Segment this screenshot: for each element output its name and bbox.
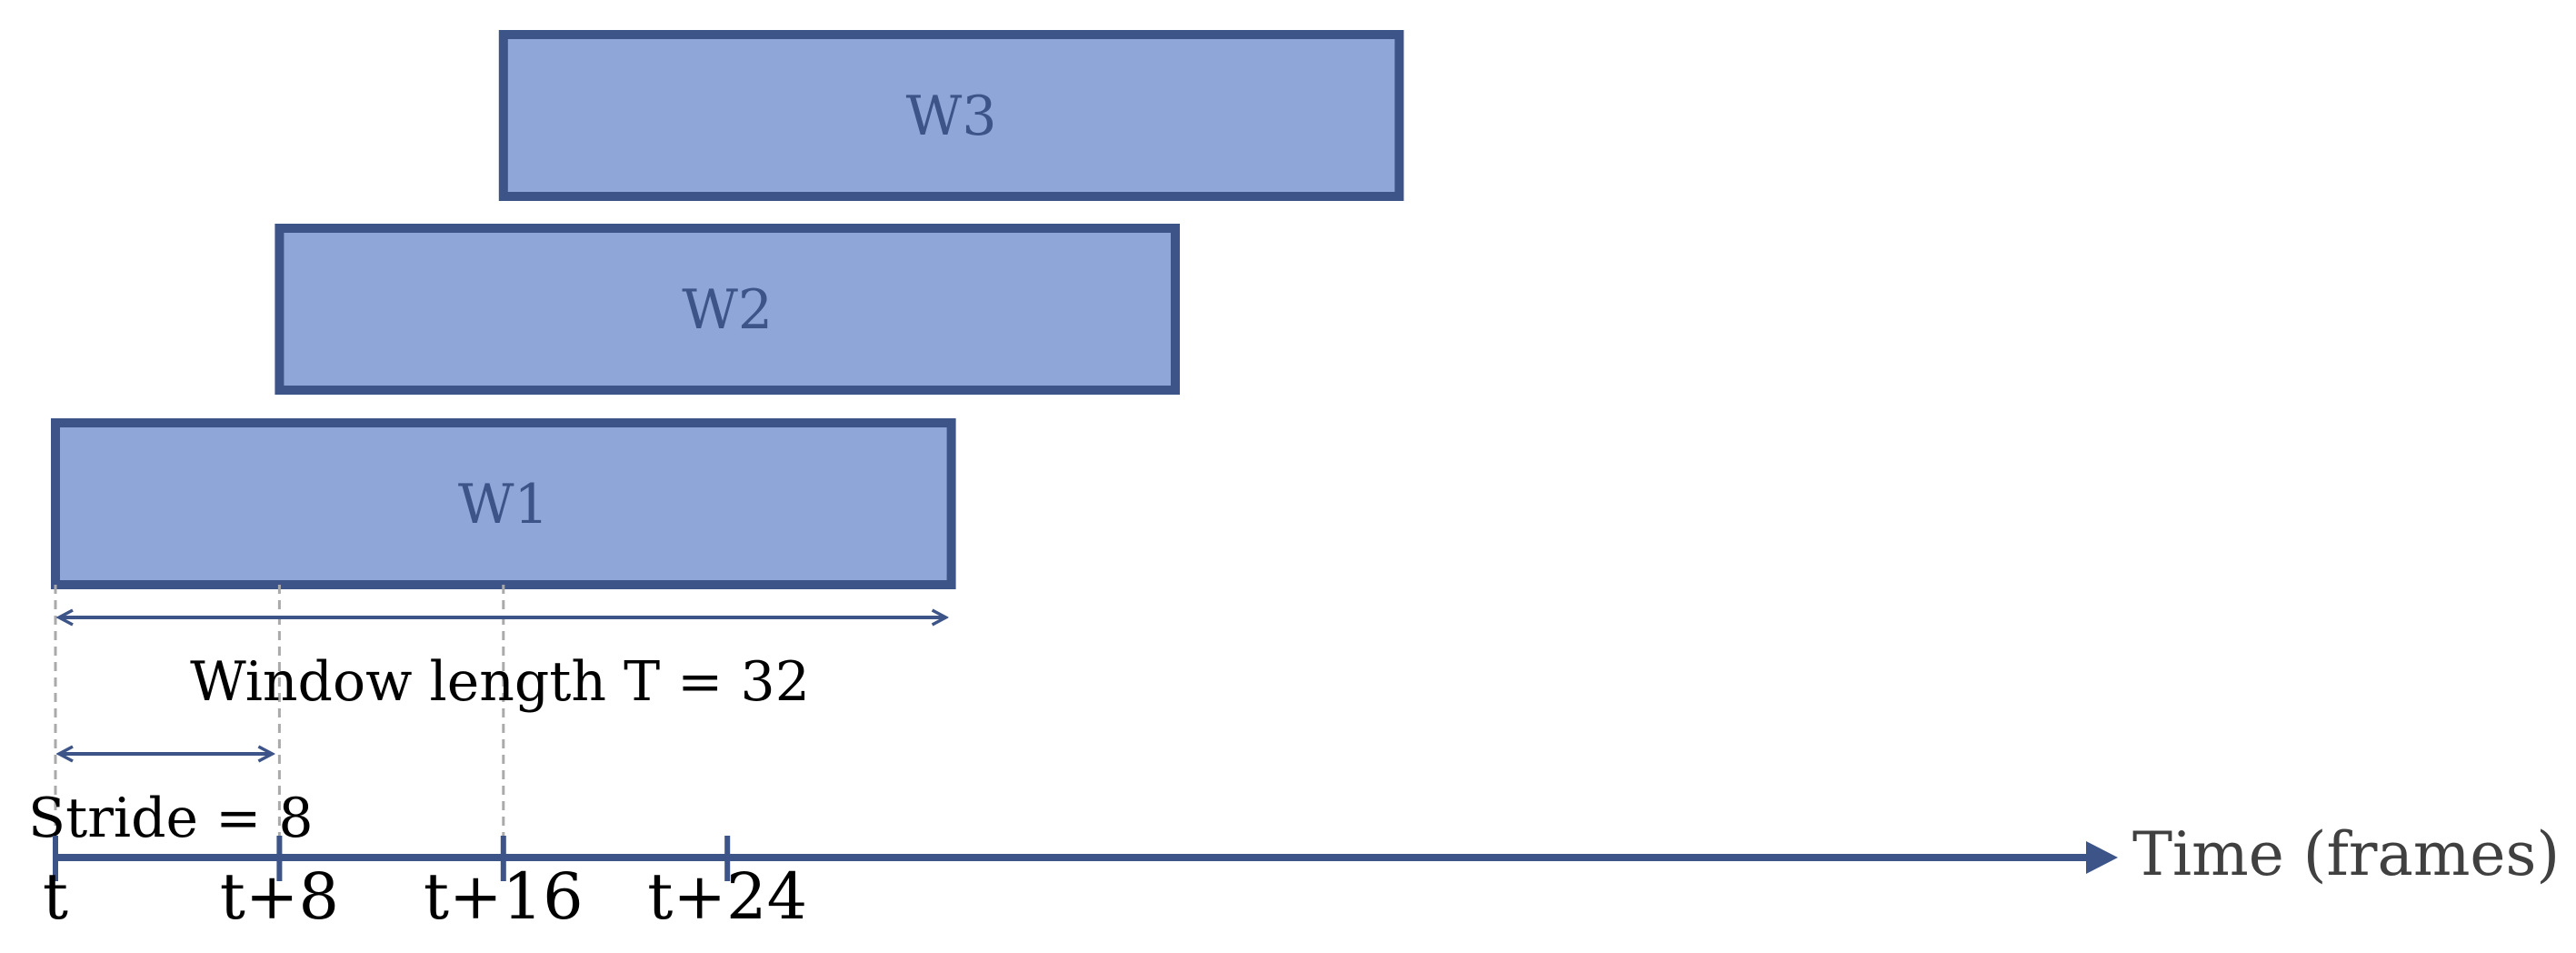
window-box-w1: W1 [51, 418, 956, 589]
guide-lines [54, 585, 505, 855]
windows-group: W1 W2 W3 [51, 30, 1404, 589]
window-label: W3 [906, 85, 997, 148]
tick-label: t+16 [424, 859, 584, 934]
window-label: W1 [458, 473, 549, 537]
window-rect [275, 224, 1180, 395]
axis-title: Time (frames) [2132, 819, 2560, 889]
window-box-w2: W2 [275, 224, 1180, 395]
window-rect [51, 418, 956, 589]
axis-ticks: t t+8 t+16 t+24 [43, 836, 807, 934]
window-rect [498, 30, 1404, 201]
window-label: W2 [682, 278, 773, 342]
window-box-w3: W3 [498, 30, 1404, 201]
window-length-label: Window length T = 32 [190, 650, 810, 714]
arrow-right-icon [2086, 841, 2118, 874]
tick-label: t+8 [220, 859, 339, 934]
stride-label: Stride = 8 [28, 787, 314, 850]
tick-label: t+24 [647, 859, 807, 934]
tick-label: t [43, 859, 68, 934]
